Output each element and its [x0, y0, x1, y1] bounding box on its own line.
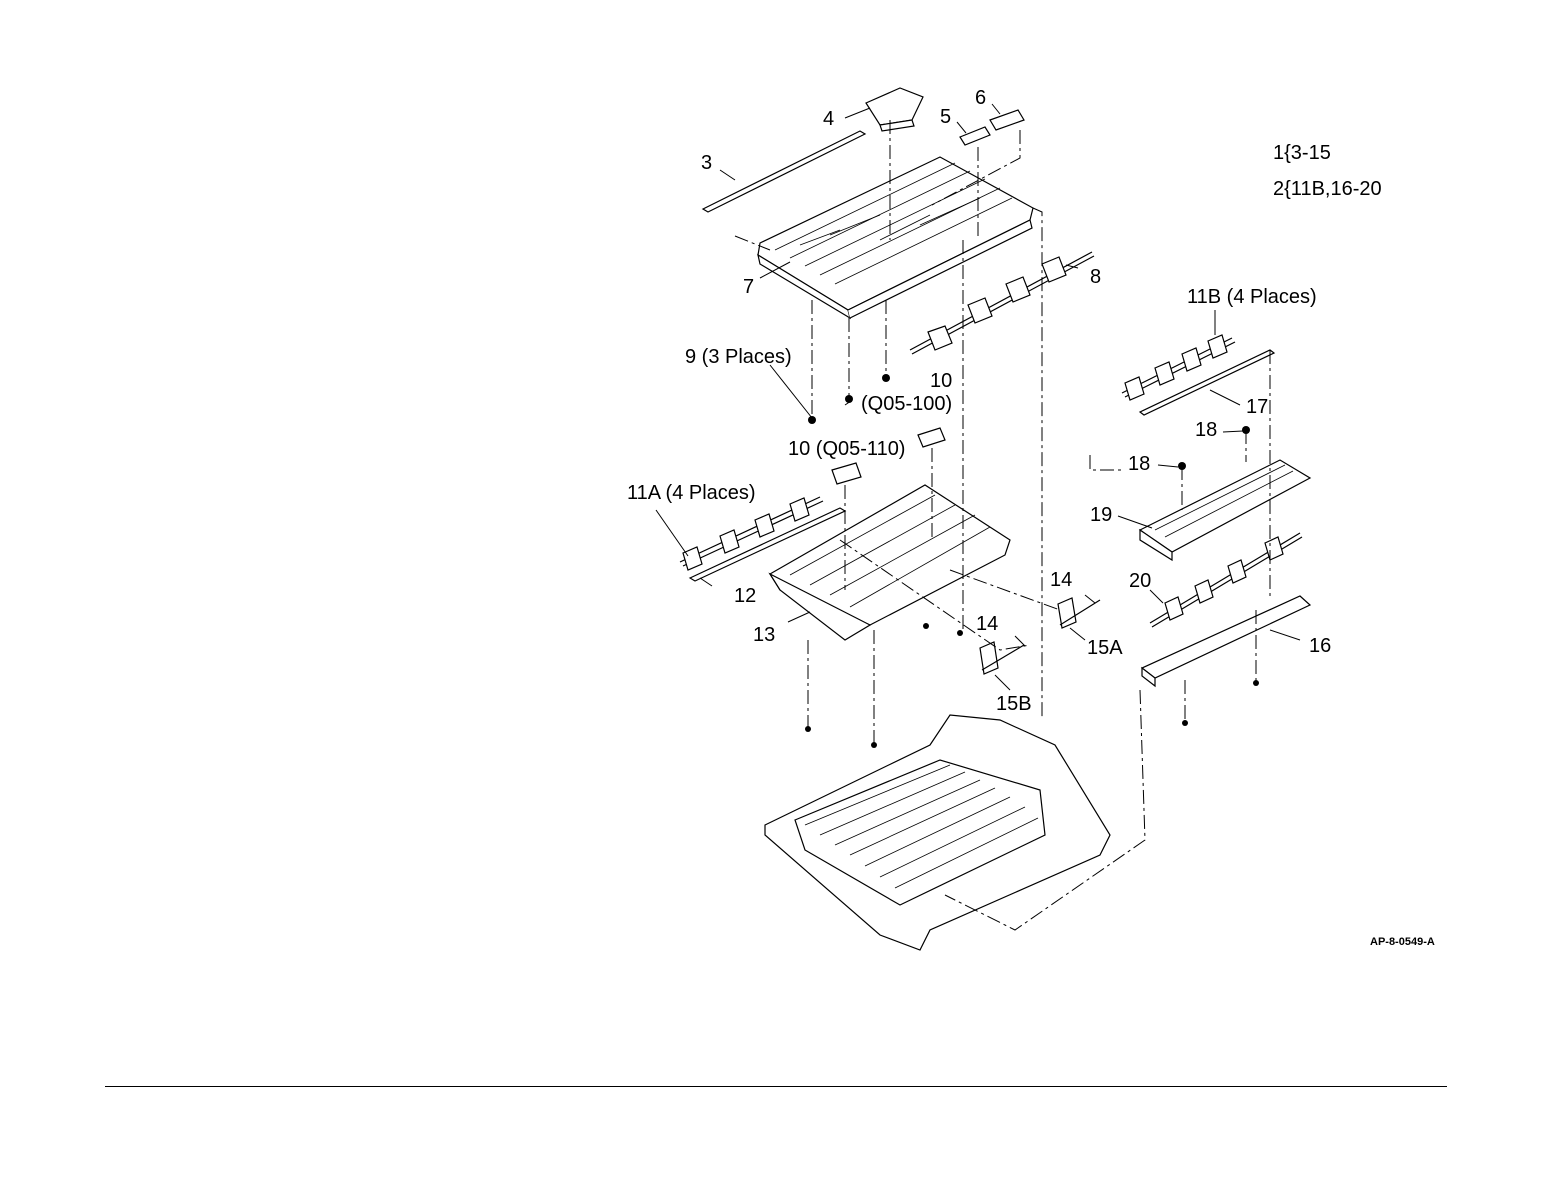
- callout-3: 3: [701, 152, 712, 174]
- part-4-guide: [866, 88, 923, 131]
- callout-10-q05-100-sub: (Q05-100): [861, 393, 952, 415]
- callout-8: 8: [1090, 266, 1101, 288]
- part-3-strip: [703, 131, 865, 212]
- callout-17: 17: [1246, 396, 1268, 418]
- callout-15a: 15A: [1087, 637, 1123, 659]
- figure-id: AP-8-0549-A: [1370, 936, 1435, 948]
- callout-11a: 11A (4 Places): [627, 482, 756, 504]
- callout-18-upper: 18: [1195, 419, 1217, 441]
- callout-16: 16: [1309, 635, 1331, 657]
- callout-6: 6: [975, 87, 986, 109]
- footer-divider: [105, 1086, 1447, 1087]
- callout-15b: 15B: [996, 693, 1032, 715]
- legend-line-2: 2{11B,16-20: [1273, 178, 1382, 200]
- callout-9: 9 (3 Places): [685, 346, 792, 368]
- callout-11b: 11B (4 Places): [1187, 286, 1317, 308]
- callout-19: 19: [1090, 504, 1112, 526]
- callout-5: 5: [940, 106, 951, 128]
- callout-10-q05-110: 10 (Q05-110): [788, 438, 905, 460]
- screws: [805, 623, 1259, 748]
- callout-18-lower: 18: [1128, 453, 1150, 475]
- part-7-upper-chute: [758, 157, 1033, 318]
- callout-4: 4: [823, 108, 834, 130]
- callout-14-lower: 14: [976, 613, 998, 635]
- callout-10-q05-100: 10: [930, 370, 952, 392]
- part-5-pad: [960, 127, 990, 145]
- callout-20: 20: [1129, 570, 1151, 592]
- part-6-pad: [990, 110, 1024, 130]
- callout-12: 12: [734, 585, 756, 607]
- callout-14-upper: 14: [1050, 569, 1072, 591]
- base-frame: [765, 715, 1110, 950]
- callout-7: 7: [743, 276, 754, 298]
- legend-line-1: 1{3-15: [1273, 142, 1331, 164]
- part-11b-roller-shaft: [1122, 335, 1235, 400]
- callout-13: 13: [753, 624, 775, 646]
